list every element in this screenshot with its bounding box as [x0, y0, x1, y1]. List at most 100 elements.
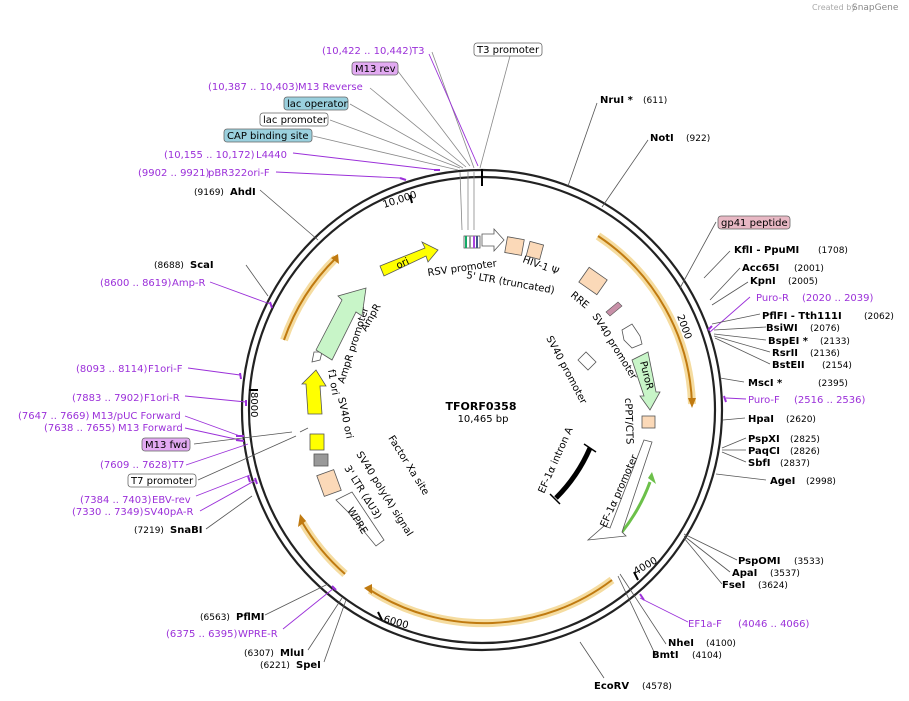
boxed-labels: T3 promoter M13 rev lac operator lac pro…	[127, 42, 791, 488]
site-snabi: SnaBI	[170, 525, 202, 536]
orf-arc-right-line	[597, 235, 693, 405]
site-snabi-pos: (7219)	[134, 526, 164, 536]
primer-purof-name: Puro-F	[748, 395, 780, 406]
tick-line-4000	[633, 571, 639, 581]
wpre-feature	[335, 491, 385, 547]
site-bsiwi-pos: (2076)	[810, 324, 840, 334]
m13-fwd-label: M13 fwd	[145, 440, 187, 451]
ltr3-box	[316, 469, 342, 497]
site-msci-pos: (2395)	[818, 379, 848, 389]
site-apai-pos: (3537)	[770, 569, 800, 579]
site-spei-pos: (6221)	[260, 661, 290, 671]
orf-arc-green-head	[648, 472, 656, 484]
primer-sv40par-name: SV40pA-R	[144, 507, 193, 518]
site-scai: ScaI	[190, 260, 214, 271]
site-noti-pos: (922)	[686, 134, 710, 144]
primer-puror-name: Puro-R	[756, 293, 789, 304]
orf-arc-green	[620, 481, 652, 533]
site-ecorv-pos: (4578)	[642, 682, 672, 692]
primer-wprer-range: (6375 .. 6395)	[166, 629, 238, 640]
sv40-promoter-arrow-2	[577, 351, 597, 371]
site-kfli: KflI - PpuMI	[734, 245, 799, 256]
site-bsteii: BstEII	[772, 360, 805, 371]
gp41-feature	[605, 301, 623, 317]
site-rsrii: RsrII	[772, 348, 798, 359]
rsv-promoter-arrow	[481, 227, 505, 253]
cap-site-label: CAP binding site	[227, 131, 309, 142]
site-bmti-pos: (4104)	[692, 651, 722, 661]
snapgene-logo: SnapGene	[852, 3, 899, 13]
primer-pbr322-range: (9902 .. 9921)	[138, 168, 210, 179]
plasmid-name: TFORF0358	[446, 400, 517, 413]
primer-m13fwd-name: M13 Forward	[118, 423, 183, 434]
site-pflmi-pos: (6563)	[200, 613, 230, 623]
sv40ori-label: SV40 ori	[335, 396, 355, 439]
gp41-box	[717, 215, 791, 230]
tick-line-6000	[377, 611, 383, 621]
gp41-label: gp41 peptide	[721, 218, 788, 229]
ef1a-intron-bar	[554, 446, 593, 500]
site-msci: MscI *	[748, 378, 783, 389]
site-kfli-pos: (1708)	[818, 246, 848, 256]
lac-operator-box	[283, 96, 349, 111]
orf-arc-lowerleft-head	[298, 514, 306, 527]
site-paqci: PaqCI	[748, 446, 780, 457]
primer-ef1af-range: (4046 .. 4066)	[738, 619, 810, 630]
site-fsei-pos: (3624)	[758, 581, 788, 591]
site-pflfi-pos: (2062)	[864, 312, 894, 322]
site-leader-lines	[193, 102, 771, 679]
tick-6000: 6000	[382, 614, 409, 631]
sv40-ori-box	[309, 433, 325, 451]
f1ori-label: f1 ori	[325, 369, 340, 397]
primer-ef1af-name: EF1a-F	[688, 619, 722, 630]
primer-labels: (10,422 .. 10,442) T3 (10,387 .. 10,403)…	[18, 46, 874, 640]
ef1a-promoter-arrow	[586, 439, 653, 541]
site-scai-pos: (8688)	[154, 261, 184, 271]
primer-ampr-name: Amp-R	[172, 278, 206, 289]
primer-t3-range: (10,422 .. 10,442)	[322, 46, 413, 57]
site-hpai-pos: (2620)	[786, 415, 816, 425]
primer-f1orir-name: F1ori-R	[144, 393, 180, 404]
site-pflmi: PflMI	[236, 612, 264, 623]
features: ori RSV promoter 5' LTR (truncated) HIV-…	[301, 227, 661, 547]
ori-feature	[379, 241, 439, 277]
tick-8000: 8000	[248, 392, 259, 417]
primer-leader-lines	[184, 53, 751, 630]
ampr-feature	[315, 287, 367, 361]
hiv-label: HIV-1 Ψ	[521, 254, 560, 277]
t3-promoter-box	[473, 42, 543, 57]
site-bspei-pos: (2133)	[820, 337, 850, 347]
f1-ori-feature	[301, 369, 327, 415]
tick-line-10000	[409, 194, 413, 204]
primer-f1orir-range: (7883 .. 7902)	[72, 393, 144, 404]
site-nhei-pos: (4100)	[706, 639, 736, 649]
site-kpni: KpnI	[750, 276, 776, 287]
t3-promoter-label: T3 promoter	[476, 45, 540, 56]
sites-right: NruI * (611) NotI (922) KflI - PpuMI (17…	[594, 95, 894, 692]
primer-puror-range: (2020 .. 2039)	[802, 293, 874, 304]
orf-arc-bottom-head	[364, 584, 372, 594]
m13-rev-box	[351, 61, 399, 76]
orf-arc-lowerleft-line	[301, 521, 346, 575]
site-pflfi: PflFI - Tth111I	[762, 311, 842, 322]
site-pspomi-pos: (3533)	[794, 557, 824, 567]
primer-l4440-name: L4440	[256, 150, 287, 161]
m13-fwd-box	[141, 437, 191, 452]
primer-f1orif-range: (8093 .. 8114)	[76, 364, 148, 375]
site-sbfi: SbfI	[748, 458, 770, 469]
primer-ebvrev-name: EBV-rev	[152, 495, 191, 506]
lac-promoter-box	[259, 112, 329, 127]
ori-label: ori	[395, 256, 411, 271]
rre-box	[578, 266, 608, 296]
ltr5-box	[504, 236, 525, 256]
site-bmti: BmtI	[652, 650, 679, 661]
sv40pa-box	[313, 453, 329, 467]
site-pspomi: PspOMI	[738, 556, 780, 567]
credit-prefix: Created by	[812, 3, 856, 12]
orf-arcs	[280, 232, 696, 628]
site-nhei: NheI	[668, 638, 694, 649]
site-mlui-pos: (6307)	[244, 649, 274, 659]
sv40-promoter-arrow-1	[621, 323, 643, 349]
plasmid-size: 10,465 bp	[458, 414, 509, 425]
primer-l4440-range: (10,155 .. 10,172)	[164, 150, 255, 161]
